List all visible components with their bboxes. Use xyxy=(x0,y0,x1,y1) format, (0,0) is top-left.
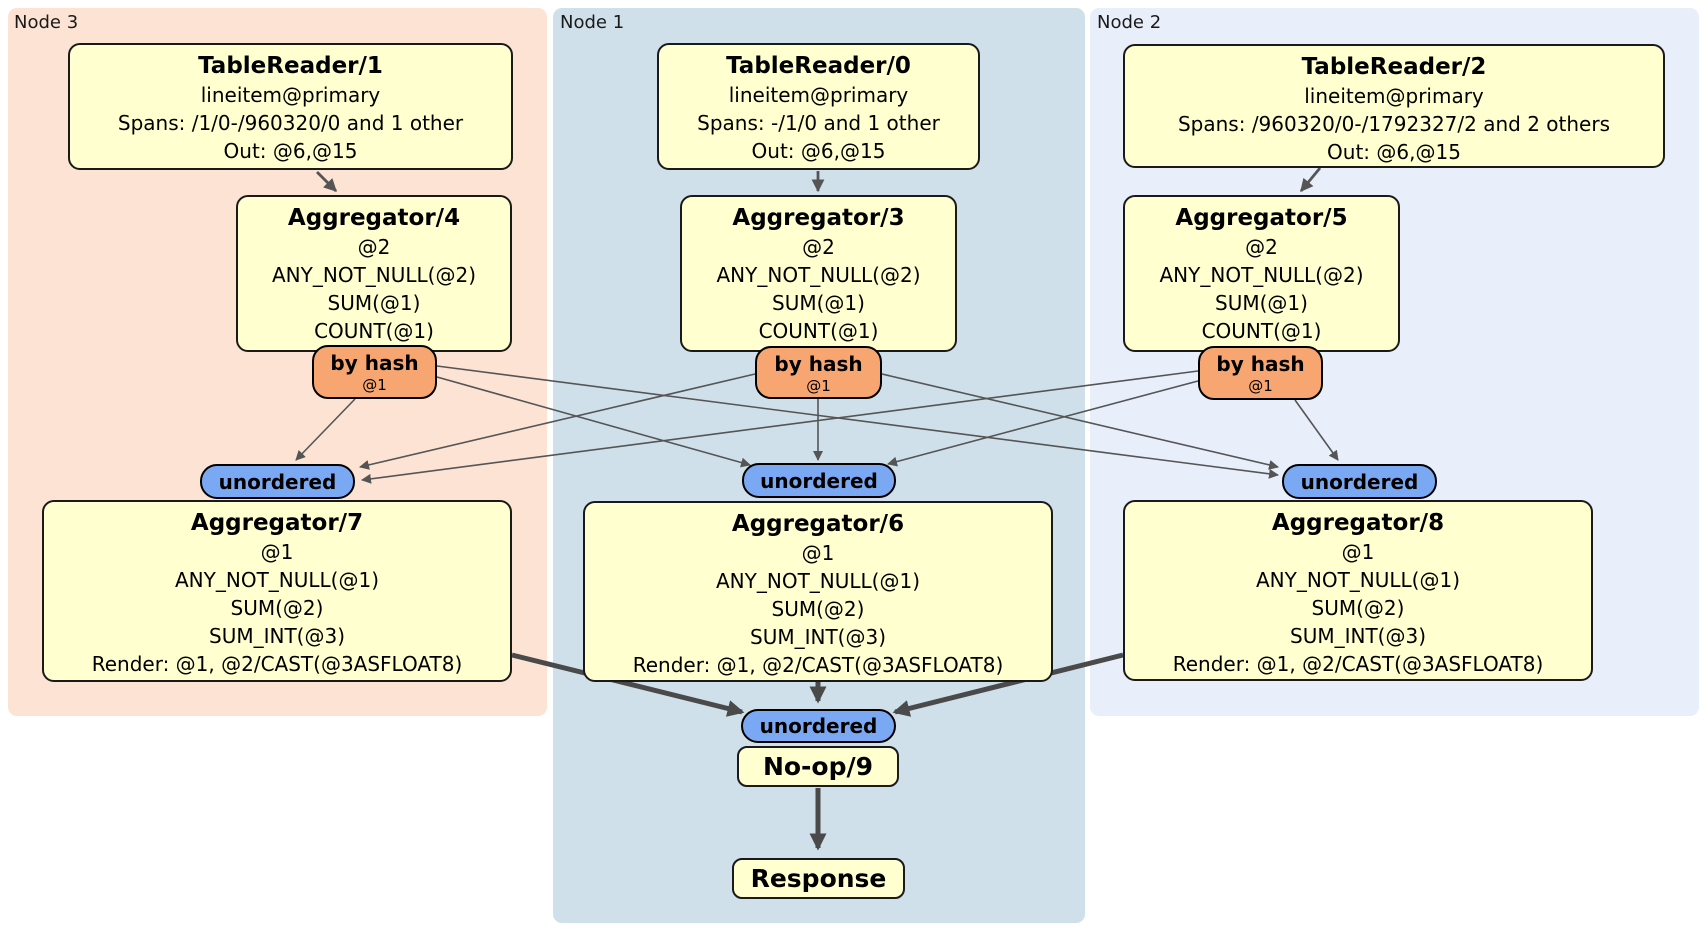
edge-router3-syncL xyxy=(295,398,356,461)
by-hash-router: by hash @1 xyxy=(755,346,882,399)
processor-detail: ANY_NOT_NULL(@2) xyxy=(1159,263,1364,287)
processor-title: TableReader/0 xyxy=(726,53,911,79)
processor-detail: @2 xyxy=(1245,235,1278,259)
aggregator-box: Aggregator/7 @1 ANY_NOT_NULL(@1) SUM(@2)… xyxy=(42,500,512,682)
edge-router3-syncM xyxy=(436,376,751,468)
processor-detail: SUM_INT(@3) xyxy=(209,624,345,648)
processor-detail: @2 xyxy=(357,235,391,259)
processor-detail: SUM(@1) xyxy=(1215,291,1308,315)
router-to-sync-edges xyxy=(295,365,1339,484)
processor-detail: Render: @1, @2/CAST(@3ASFLOAT8) xyxy=(1172,652,1544,676)
unordered-sync: unordered xyxy=(1282,464,1437,499)
region-label-node-3: Node 3 xyxy=(14,12,79,33)
tablereader-to-aggregator-edges xyxy=(316,167,1322,193)
router-label: by hash xyxy=(774,352,863,376)
merge-edges xyxy=(511,652,1124,851)
sync-label: unordered xyxy=(1300,469,1419,494)
processor-detail: SUM(@2) xyxy=(230,596,324,620)
router-detail: @1 xyxy=(1248,377,1273,395)
processor-detail: ANY_NOT_NULL(@1) xyxy=(175,568,379,592)
table-reader-box: TableReader/2 lineitem@primary Spans: /9… xyxy=(1123,44,1665,168)
processor-detail: SUM(@2) xyxy=(771,597,865,621)
edge-tr2-agg5 xyxy=(1299,167,1322,193)
processor-detail: ANY_NOT_NULL(@2) xyxy=(716,263,921,287)
router-detail: @1 xyxy=(806,377,831,395)
processor-detail: Spans: /1/0-/960320/0 and 1 other xyxy=(117,111,464,135)
aggregator-box: Aggregator/3 @2 ANY_NOT_NULL(@2) SUM(@1)… xyxy=(680,195,957,352)
processor-detail: Out: @6,@15 xyxy=(1327,140,1461,164)
processor-title: Aggregator/6 xyxy=(731,511,905,537)
processor-detail: COUNT(@1) xyxy=(758,319,879,343)
edge-router3-syncR xyxy=(436,365,1279,479)
aggregator-box: Aggregator/5 @2 ANY_NOT_NULL(@2) SUM(@1)… xyxy=(1123,195,1400,352)
aggregator-box: Aggregator/4 @2 ANY_NOT_NULL(@2) SUM(@1)… xyxy=(236,195,512,352)
processor-detail: SUM(@2) xyxy=(1311,596,1405,620)
processor-detail: Spans: -/1/0 and 1 other xyxy=(697,111,940,135)
processor-detail: SUM(@1) xyxy=(772,291,865,315)
processor-title: Response xyxy=(750,864,887,893)
region-label-node-1: Node 1 xyxy=(560,12,625,33)
processor-detail: ANY_NOT_NULL(@1) xyxy=(1256,568,1460,592)
router-detail: @1 xyxy=(362,376,387,394)
processor-detail: ANY_NOT_NULL(@2) xyxy=(272,263,476,287)
processor-title: TableReader/2 xyxy=(1301,54,1487,80)
processor-detail: lineitem@primary xyxy=(200,83,381,107)
region-label-node-2: Node 2 xyxy=(1097,12,1162,33)
processor-detail: Render: @1, @2/CAST(@3ASFLOAT8) xyxy=(91,652,463,676)
router-label: by hash xyxy=(330,351,419,375)
edge-tr1-agg4 xyxy=(316,171,337,192)
by-hash-router: by hash @1 xyxy=(1198,346,1323,400)
edge-agg8-finalsync xyxy=(892,652,1124,717)
router-label: by hash xyxy=(1216,352,1305,376)
table-reader-box: TableReader/0 lineitem@primary Spans: -/… xyxy=(657,43,980,170)
sync-label: unordered xyxy=(218,469,337,494)
processor-detail: Render: @1, @2/CAST(@3ASFLOAT8) xyxy=(632,653,1004,677)
processor-detail: COUNT(@1) xyxy=(314,319,434,343)
processor-title: No-op/9 xyxy=(762,752,874,781)
processor-title: Aggregator/7 xyxy=(190,510,364,536)
edge-agg7-finalsync xyxy=(511,652,745,717)
processor-detail: COUNT(@1) xyxy=(1201,319,1322,343)
processor-detail: SUM_INT(@3) xyxy=(1290,624,1426,648)
by-hash-router: by hash @1 xyxy=(312,345,437,399)
final-unordered-sync: unordered xyxy=(741,709,896,743)
unordered-sync: unordered xyxy=(742,463,896,498)
edge-router1-syncL xyxy=(359,373,756,470)
processor-detail: ANY_NOT_NULL(@1) xyxy=(716,569,920,593)
processor-detail: SUM(@1) xyxy=(327,291,421,315)
unordered-sync: unordered xyxy=(200,464,355,499)
processor-detail: @1 xyxy=(1341,540,1375,564)
processor-detail: @1 xyxy=(260,540,294,564)
processor-title: TableReader/1 xyxy=(198,53,383,79)
processor-title: Aggregator/3 xyxy=(732,205,905,231)
processor-detail: SUM_INT(@3) xyxy=(750,625,886,649)
aggregator-box: Aggregator/8 @1 ANY_NOT_NULL(@1) SUM(@2)… xyxy=(1123,500,1593,681)
processor-detail: Out: @6,@15 xyxy=(223,139,358,163)
edge-router2-syncR xyxy=(1294,399,1339,461)
sync-label: unordered xyxy=(759,714,878,738)
aggregator-box: Aggregator/6 @1 ANY_NOT_NULL(@1) SUM(@2)… xyxy=(583,501,1053,682)
processor-title: Aggregator/8 xyxy=(1271,510,1445,536)
noop-box: No-op/9 xyxy=(737,746,899,787)
processor-detail: lineitem@primary xyxy=(728,83,909,107)
processor-title: Aggregator/4 xyxy=(287,205,461,231)
processor-detail: lineitem@primary xyxy=(1304,84,1484,108)
processor-detail: Spans: /960320/0-/1792327/2 and 2 others xyxy=(1177,112,1610,136)
table-reader-box: TableReader/1 lineitem@primary Spans: /1… xyxy=(68,43,513,170)
processor-detail: @1 xyxy=(801,541,835,565)
processor-title: Aggregator/5 xyxy=(1175,205,1348,231)
processor-detail: Out: @6,@15 xyxy=(751,139,886,163)
processor-detail: @2 xyxy=(802,235,835,259)
response-box: Response xyxy=(732,858,905,899)
sync-label: unordered xyxy=(760,468,878,493)
edge-router1-syncR xyxy=(881,373,1279,470)
edge-router2-syncM xyxy=(887,380,1199,467)
edge-router2-syncL xyxy=(361,370,1199,484)
